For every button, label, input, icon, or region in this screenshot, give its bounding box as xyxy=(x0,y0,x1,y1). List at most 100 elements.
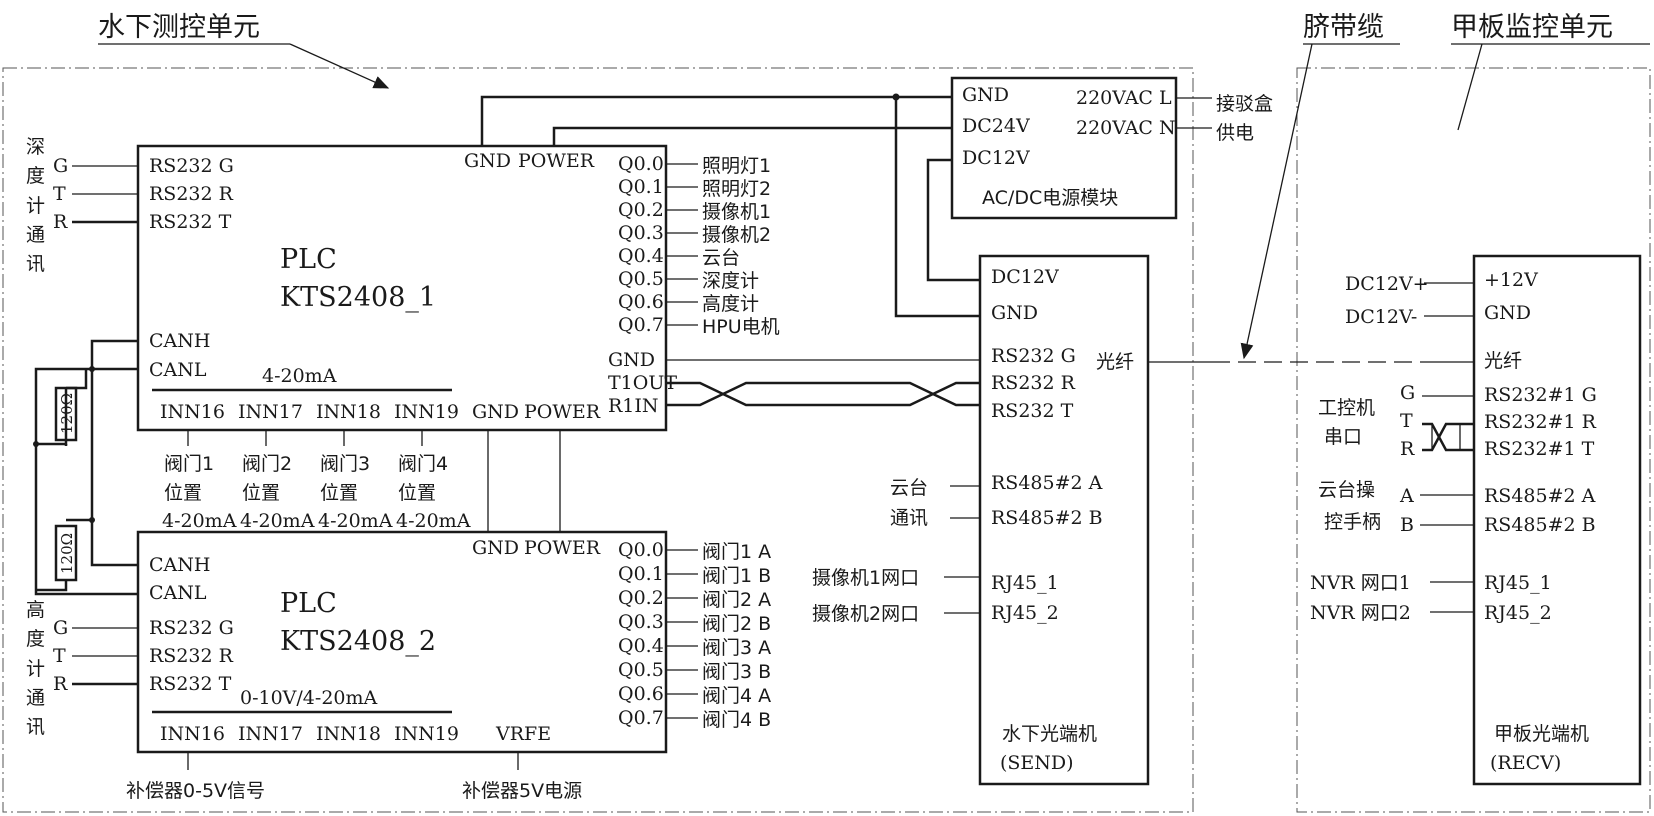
send-pin-rs232-t: RS232 T xyxy=(991,400,1074,422)
plc1-output-lines xyxy=(666,163,698,326)
plc2-out-v3b: 阀门3 B xyxy=(702,661,771,683)
psu-pin-dc12v: DC12V xyxy=(962,147,1030,169)
plc1-out-depth: 深度计 xyxy=(702,270,759,292)
svg-text:度: 度 xyxy=(26,165,45,187)
junction-box-label: 接驳盒 xyxy=(1216,93,1273,115)
plc2-q07: Q0.7 xyxy=(618,707,664,729)
send-pin-rj45-2: RJ45_2 xyxy=(991,602,1059,624)
plc2-output-lines xyxy=(666,549,698,719)
valve4-pos: 位置 xyxy=(398,482,436,504)
can-termination-resistor-1 xyxy=(54,386,78,442)
plc2-out-v4a: 阀门4 A xyxy=(702,685,771,707)
recv-pin-rs232-t: RS232#1 T xyxy=(1484,438,1595,460)
ipc-serial-wiring xyxy=(1422,395,1474,452)
plc2-q00: Q0.0 xyxy=(618,539,664,561)
plc1-q03: Q0.3 xyxy=(618,222,664,244)
compensator-power-label: 补偿器5V电源 xyxy=(462,780,582,802)
recv-pin-rs232-g: RS232#1 G xyxy=(1484,384,1597,406)
plc1-inn17: INN17 xyxy=(238,401,303,423)
plc2-q01: Q0.1 xyxy=(618,563,664,585)
plc1-q00: Q0.0 xyxy=(618,153,664,175)
plc1-out-light1: 照明灯1 xyxy=(702,155,771,177)
resistor1-value: 120Ω xyxy=(58,393,76,434)
ptz-handle-label-1: 云台操 xyxy=(1318,479,1375,501)
nvr-port2-label: NVR 网口2 xyxy=(1310,602,1411,624)
plc2-box xyxy=(136,530,668,754)
plc2-model: KTS2408_2 xyxy=(280,626,436,657)
height-pin-g: G xyxy=(53,617,68,639)
recv-pin-rj45-1: RJ45_1 xyxy=(1484,572,1552,594)
recv-optical-terminal xyxy=(1472,254,1642,786)
plc2-outputs: Q0.0 Q0.1 Q0.2 Q0.3 Q0.4 Q0.5 Q0.6 Q0.7 xyxy=(618,539,664,729)
ipc-label-2: 串口 xyxy=(1324,426,1362,448)
send-pin-rs485-b: RS485#2 B xyxy=(991,507,1103,529)
dc12v-minus-label: DC12V- xyxy=(1345,306,1417,328)
svg-text:通: 通 xyxy=(26,224,45,246)
plc1-q06: Q0.6 xyxy=(618,291,664,313)
plc2-q06: Q0.6 xyxy=(618,683,664,705)
recv-pin-rj45-2: RJ45_2 xyxy=(1484,602,1552,624)
plc1-pin-canl: CANL xyxy=(149,359,207,381)
valve4-range: 4-20mA xyxy=(396,510,471,532)
psu-pin-vac-l: 220VAC L xyxy=(1076,87,1172,109)
svg-text:计: 计 xyxy=(26,195,45,217)
height-pin-t: T xyxy=(53,645,66,667)
plc1-serial-to-send xyxy=(666,359,980,407)
plc2-out-v1a: 阀门1 A xyxy=(702,541,771,563)
recv-pin-rs232-r: RS232#1 R xyxy=(1484,411,1597,433)
ipc-pin-g: G xyxy=(1400,382,1415,404)
plc1-output-labels: 照明灯1 照明灯2 摄像机1 摄像机2 云台 深度计 高度计 HPU电机 xyxy=(702,155,780,338)
plc1-out-ptz: 云台 xyxy=(702,247,740,269)
umbilical-cable-title: 脐带缆 xyxy=(1303,12,1384,43)
depth-pin-g: G xyxy=(53,155,68,177)
power-wiring xyxy=(480,93,980,318)
plc1-out-camera2: 摄像机2 xyxy=(702,224,771,246)
plc2-pin-rs232-t: RS232 T xyxy=(149,673,232,695)
send-pin-rs232-r: RS232 R xyxy=(991,372,1076,394)
valve1-range: 4-20mA xyxy=(162,510,237,532)
psu-pin-dc24v: DC24V xyxy=(962,115,1030,137)
plc1-top-gnd: GND xyxy=(464,150,511,172)
plc1-out-light2: 照明灯2 xyxy=(702,178,771,200)
send-pin-rs485-a: RS485#2 A xyxy=(991,472,1103,494)
plc1-outputs: Q0.0 Q0.1 Q0.2 Q0.3 Q0.4 Q0.5 Q0.6 Q0.7 xyxy=(618,153,664,336)
power-supply-label: 供电 xyxy=(1216,122,1254,144)
plc1-bottom-power: POWER xyxy=(524,401,601,423)
dc12v-plus-label: DC12V+ xyxy=(1345,273,1429,295)
ptz-handle-label-2: 控手柄 xyxy=(1324,511,1381,533)
plc2-name: PLC xyxy=(280,588,337,619)
plc1-out-altimeter: 高度计 xyxy=(702,293,759,315)
svg-text:高: 高 xyxy=(26,599,45,621)
svg-text:计: 计 xyxy=(26,658,45,680)
send-pin-rj45-1: RJ45_1 xyxy=(991,572,1059,594)
recv-pin-fiber: 光纤 xyxy=(1484,350,1522,372)
valve3-pos: 位置 xyxy=(320,482,358,504)
deck-unit-title: 甲板监控单元 xyxy=(1451,12,1613,43)
plc2-vrfe: VRFE xyxy=(495,723,551,745)
plc1-top-power: POWER xyxy=(518,150,595,172)
plc2-inn17: INN17 xyxy=(238,723,303,745)
psu-pin-vac-n: 220VAC N xyxy=(1076,117,1176,139)
plc2-out-v1b: 阀门1 B xyxy=(702,565,771,587)
compensator-signal-label: 补偿器0-5V信号 xyxy=(126,780,265,802)
camera1-port-label: 摄像机1网口 xyxy=(812,567,919,589)
ipc-pin-t: T xyxy=(1400,410,1413,432)
underwater-unit-title: 水下测控单元 xyxy=(98,12,260,43)
ptz-pin-a: A xyxy=(1399,485,1414,507)
send-fiber-label: 光纤 xyxy=(1096,351,1134,373)
plc1-inn18: INN18 xyxy=(316,401,381,423)
plc2-pin-rs232-g: RS232 G xyxy=(149,617,234,639)
plc2-out-v2a: 阀门2 A xyxy=(702,589,771,611)
plc1-inn19: INN19 xyxy=(394,401,459,423)
depth-pin-r: R xyxy=(53,211,68,233)
valve3-label: 阀门3 xyxy=(320,453,370,475)
ipc-pin-r: R xyxy=(1400,438,1415,460)
plc1-right-gnd: GND xyxy=(608,349,655,371)
plc2-top-gnd: GND xyxy=(472,537,519,559)
deck-unit-frame xyxy=(1296,67,1651,813)
plc2-pin-canl: CANL xyxy=(149,582,207,604)
recv-name: 甲板光端机 xyxy=(1494,723,1589,745)
plc1-name: PLC xyxy=(280,244,337,275)
valve2-pos: 位置 xyxy=(242,482,280,504)
plc1-pin-rs232-g: RS232 G xyxy=(149,155,234,177)
